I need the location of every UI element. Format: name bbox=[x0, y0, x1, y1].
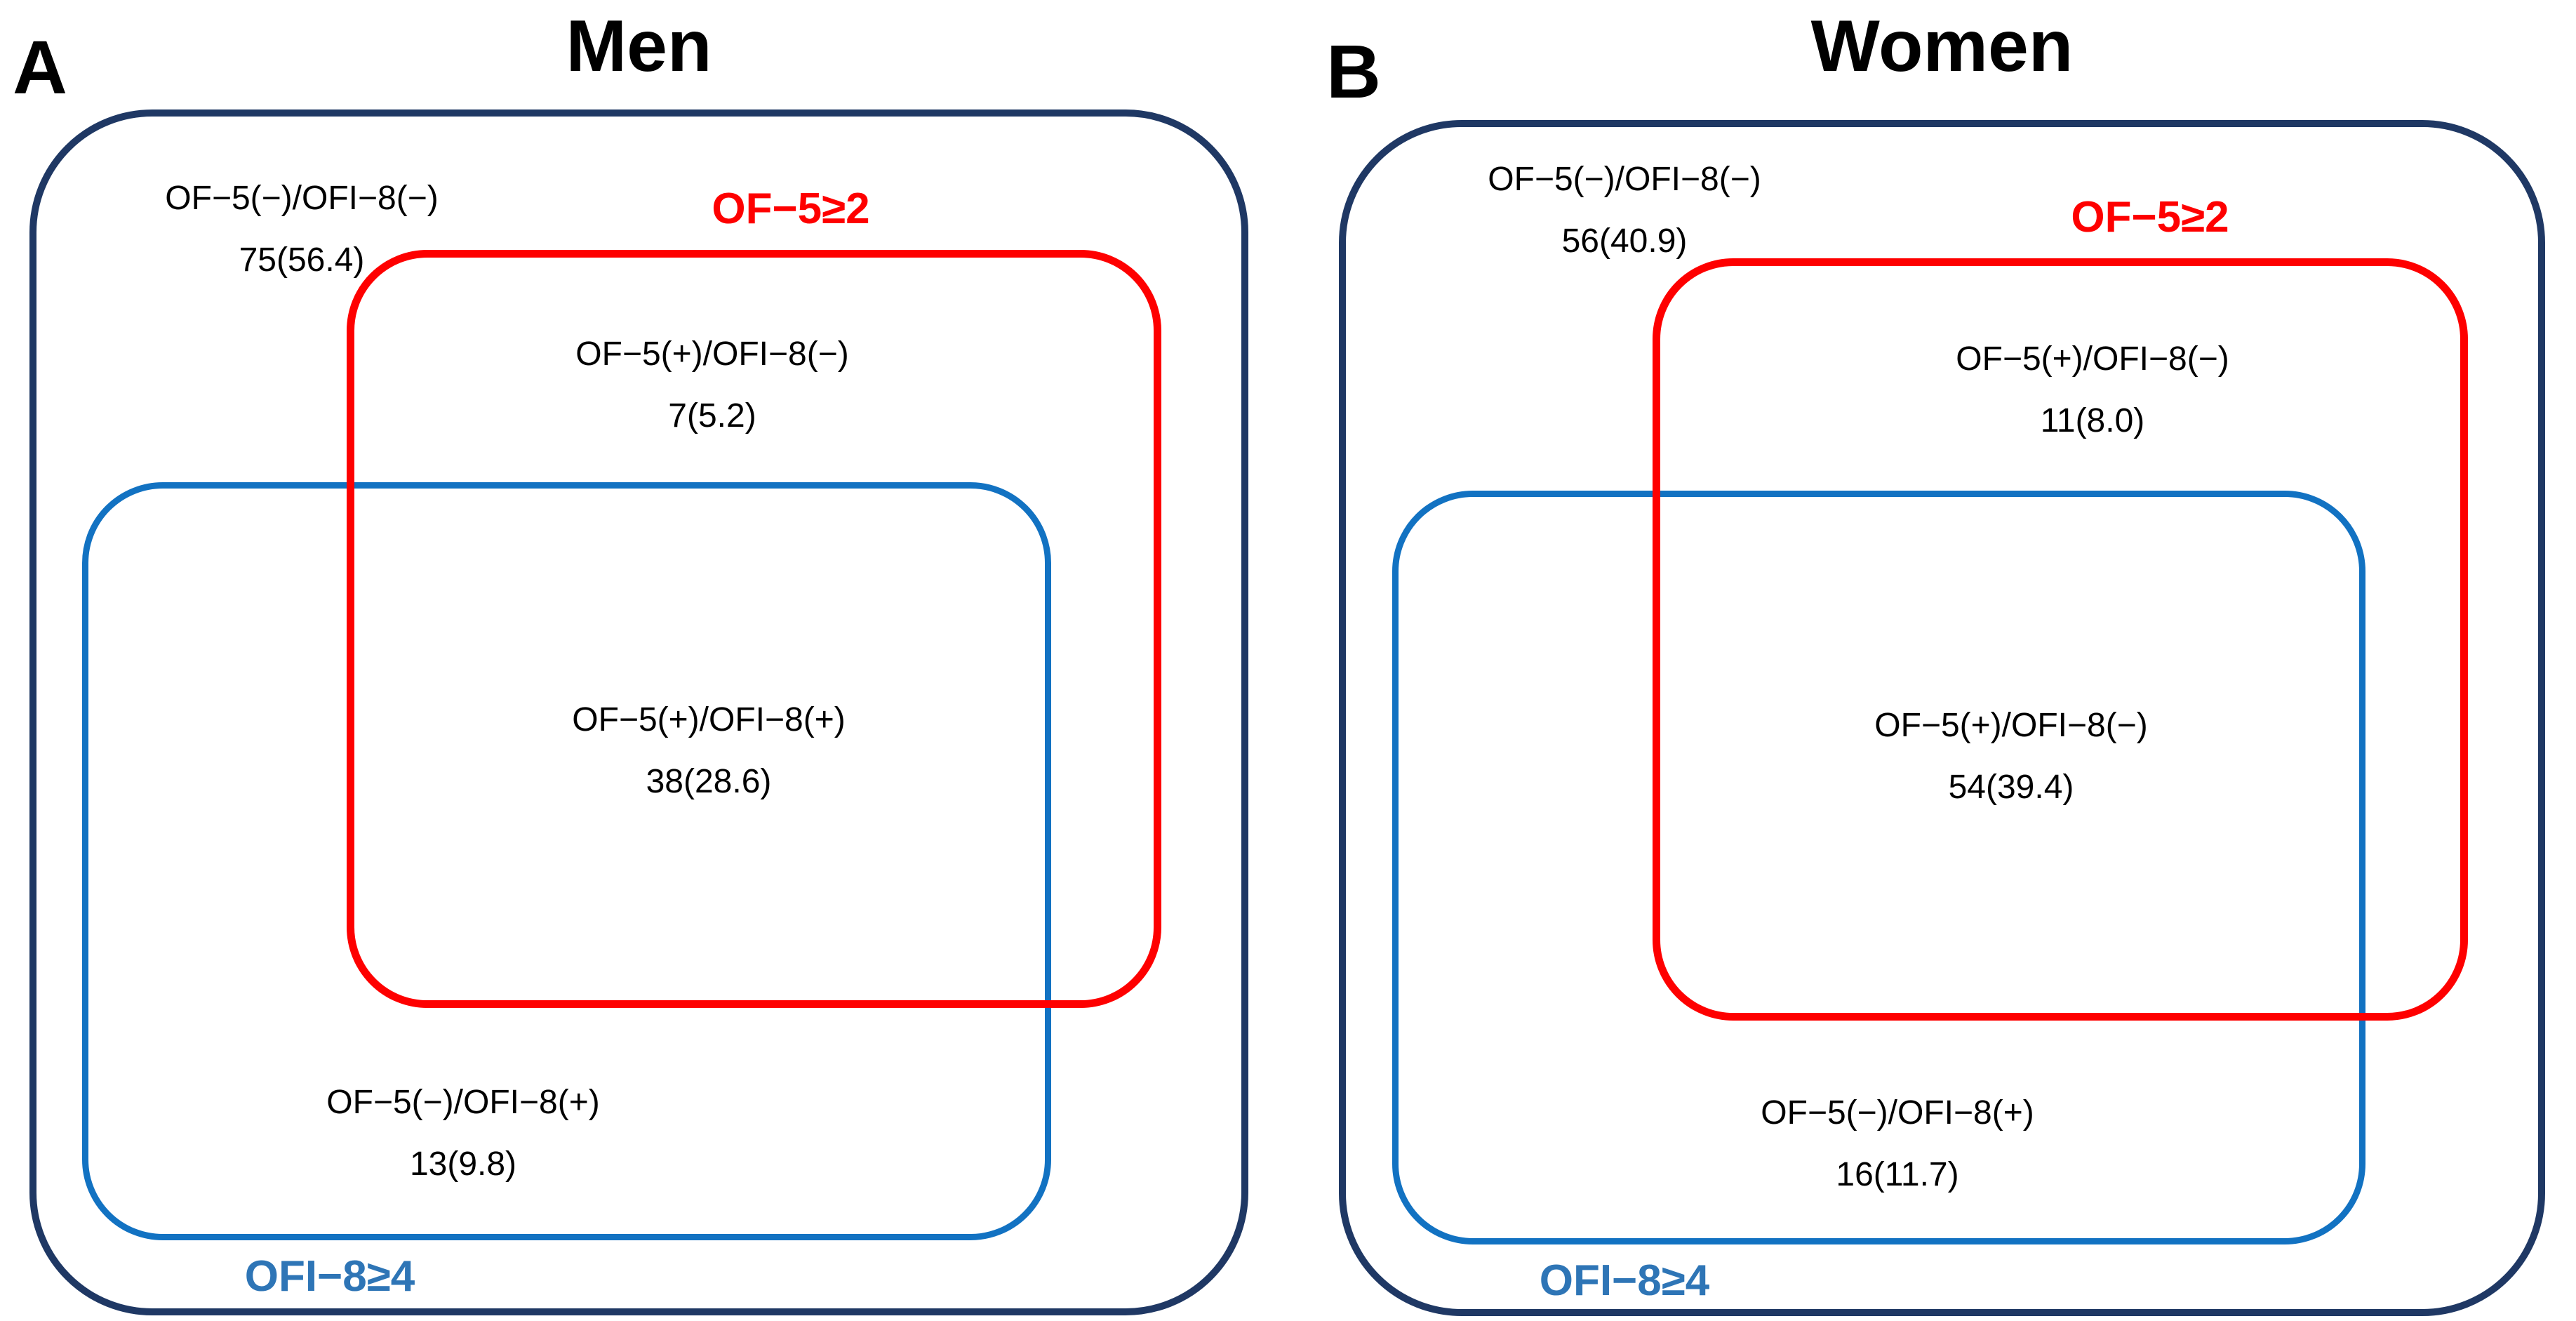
panel-label-b: B bbox=[1326, 29, 1381, 114]
ofi8-set-label: OFI−8≥4 bbox=[1539, 1256, 1710, 1305]
region-blue-only: OF−5(−)/OFI−8(+) 13(9.8) bbox=[182, 1072, 744, 1195]
region-intersection: OF−5(+)/OFI−8(−) 54(39.4) bbox=[1730, 695, 2292, 818]
region-red-only-name: OF−5(+)/OFI−8(−) bbox=[575, 336, 849, 373]
region-intersection-name: OF−5(+)/OFI−8(+) bbox=[572, 701, 846, 738]
region-red-only-value: 7(5.2) bbox=[668, 397, 756, 434]
region-red-only: OF−5(+)/OFI−8(−) 11(8.0) bbox=[1812, 328, 2373, 452]
region-blue-only-name: OF−5(−)/OFI−8(+) bbox=[326, 1084, 600, 1121]
ofi8-set-rect bbox=[82, 482, 1051, 1240]
region-outer-name: OF−5(−)/OFI−8(−) bbox=[165, 180, 439, 217]
region-intersection-value: 54(39.4) bbox=[1948, 769, 2074, 806]
region-red-only-name: OF−5(+)/OFI−8(−) bbox=[1956, 340, 2229, 378]
region-outer-value: 75(56.4) bbox=[239, 241, 365, 279]
region-red-only: OF−5(+)/OFI−8(−) 7(5.2) bbox=[432, 324, 993, 447]
region-blue-only: OF−5(−)/OFI−8(+) 16(11.7) bbox=[1617, 1082, 2178, 1206]
region-outer-value: 56(40.9) bbox=[1561, 223, 1688, 260]
panel-women: B Women OF−5≥2 OFI−8≥4 OF−5(−)/OFI−8(−) … bbox=[1298, 0, 2576, 1321]
panel-label-a: A bbox=[13, 25, 67, 109]
region-blue-only-value: 13(9.8) bbox=[409, 1146, 517, 1183]
ofi8-set-rect bbox=[1392, 491, 2365, 1244]
of5-set-rect bbox=[347, 250, 1161, 1008]
panel-title-men: Men bbox=[566, 6, 712, 87]
panel-men: A Men OF−5≥2 OFI−8≥4 OF−5(−)/OFI−8(−) 75… bbox=[13, 6, 1248, 1315]
region-intersection: OF−5(+)/OFI−8(+) 38(28.6) bbox=[428, 689, 989, 813]
region-intersection-value: 38(28.6) bbox=[646, 763, 772, 800]
region-intersection-name: OF−5(+)/OFI−8(−) bbox=[1874, 707, 2148, 744]
region-outer-name: OF−5(−)/OFI−8(−) bbox=[1488, 161, 1761, 198]
region-red-only-value: 11(8.0) bbox=[2040, 402, 2145, 439]
panel-title-women: Women bbox=[1810, 6, 2074, 87]
region-outer: OF−5(−)/OFI−8(−) 75(56.4) bbox=[21, 168, 582, 291]
ofi8-set-label: OFI−8≥4 bbox=[244, 1252, 415, 1301]
region-outer: OF−5(−)/OFI−8(−) 56(40.9) bbox=[1344, 149, 1905, 272]
of5-set-label: OF−5≥2 bbox=[2071, 193, 2229, 241]
region-blue-only-value: 16(11.7) bbox=[1836, 1156, 1959, 1193]
of5-set-label: OF−5≥2 bbox=[712, 185, 870, 233]
region-blue-only-name: OF−5(−)/OFI−8(+) bbox=[1761, 1094, 2034, 1131]
outer-population-rect bbox=[1339, 120, 2545, 1316]
outer-population-rect bbox=[29, 109, 1248, 1315]
of5-set-rect bbox=[1653, 258, 2468, 1021]
